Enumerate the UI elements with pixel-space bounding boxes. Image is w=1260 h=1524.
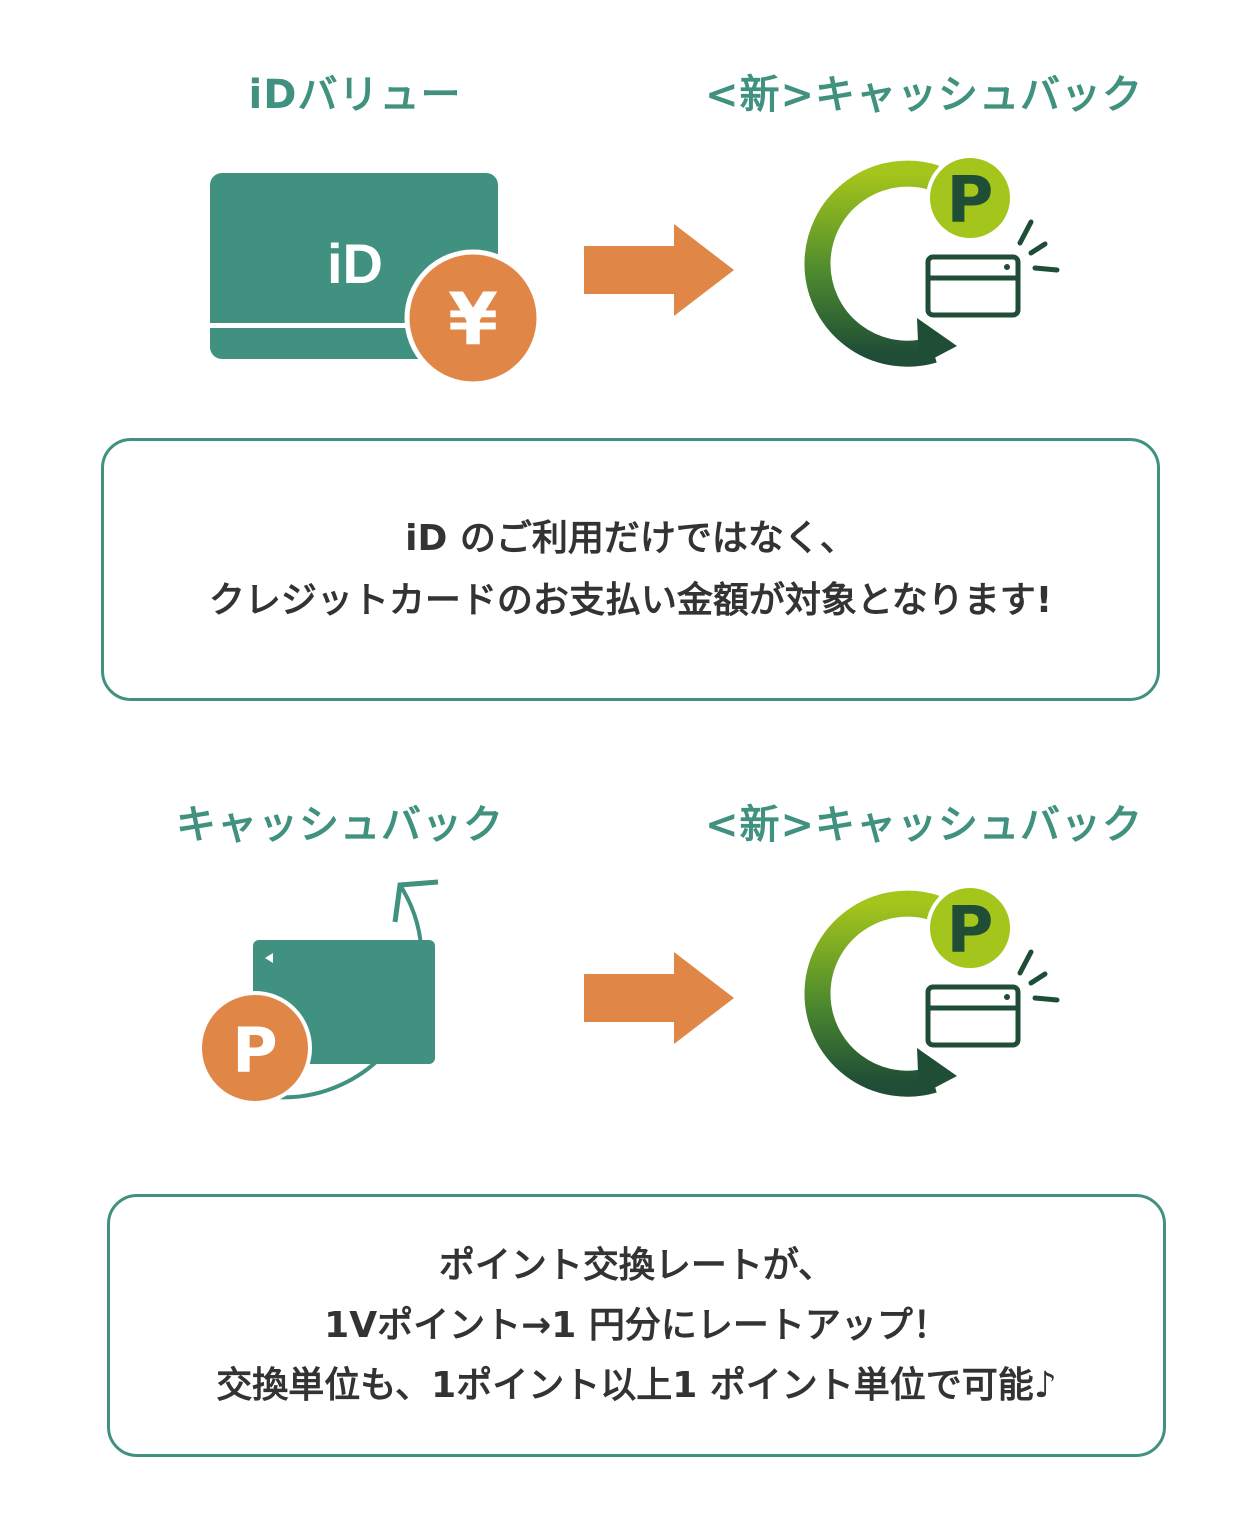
- section2-right-heading: <新>キャッシュバック: [705, 802, 1144, 848]
- point-symbol: P: [947, 164, 994, 238]
- section1-left-heading: iDバリュー: [248, 72, 462, 118]
- section2-message-box: ポイント交換レートが、 1Vポイント→1 円分にレートアップ！ 交換単位も、1ポ…: [107, 1194, 1166, 1457]
- section1-message-line-2: クレジットカードのお支払い金額が対象となります!: [208, 579, 1053, 621]
- section2-message-line-1: ポイント交換レートが、: [438, 1244, 835, 1286]
- section1-message-box: iD のご利用だけではなく、 クレジットカードのお支払い金額が対象となります!: [101, 438, 1160, 701]
- section1-message-line-1: iD のご利用だけではなく、: [405, 517, 856, 559]
- card-with-point-loop-icon: P: [198, 879, 439, 1105]
- section1-right-heading: <新>キャッシュバック: [705, 72, 1144, 118]
- point-symbol: P: [947, 894, 994, 968]
- point-cashback-cycle-icon: P: [804, 884, 1060, 1097]
- card-logo-text: iD: [327, 232, 383, 295]
- point-cashback-cycle-icon: P: [804, 154, 1060, 367]
- section2-message-line-3: 交換単位も、1ポイント以上1 ポイント単位で可能♪: [216, 1364, 1057, 1406]
- section2-left-heading: キャッシュバック: [176, 802, 504, 848]
- point-coin-symbol: P: [232, 1014, 277, 1087]
- arrow-right-icon: [584, 224, 734, 316]
- yen-coin-symbol: ¥: [448, 277, 498, 361]
- section2-message-line-2: 1Vポイント→1 円分にレートアップ！: [324, 1304, 949, 1346]
- id-card-with-yen-coin-icon: iD ¥: [210, 173, 542, 387]
- arrow-right-icon: [584, 952, 734, 1044]
